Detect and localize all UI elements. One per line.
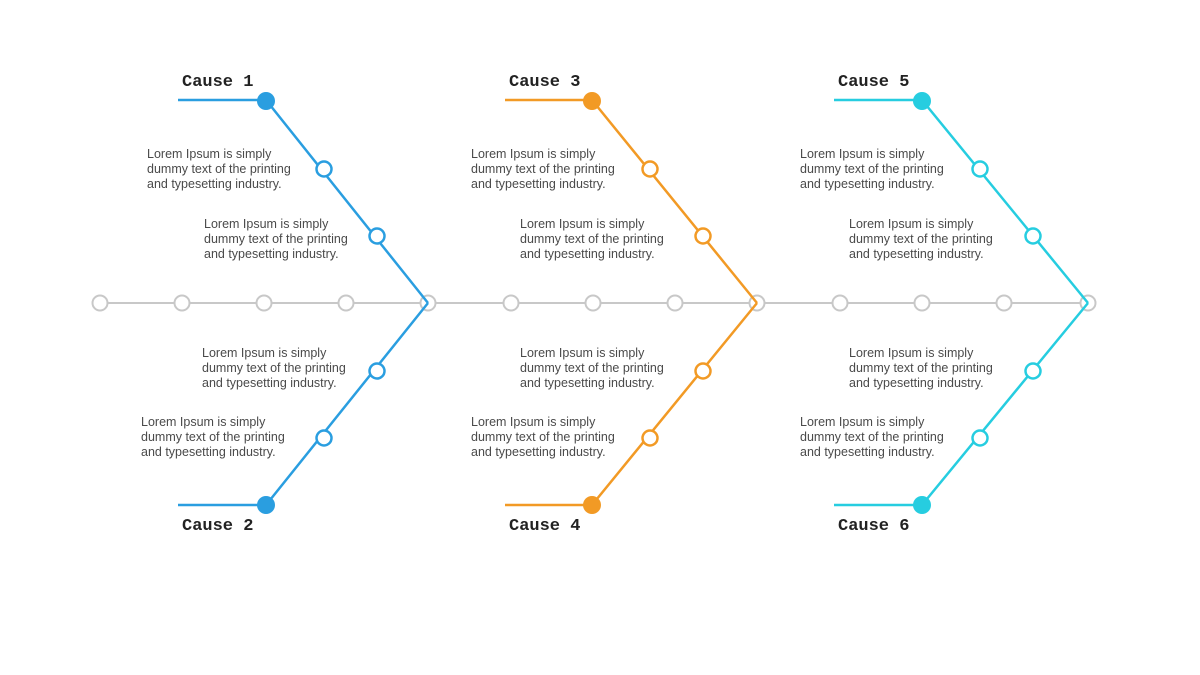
description-text: Lorem Ipsum is simply dummy text of the …	[204, 217, 351, 261]
cause-5-dot	[913, 92, 931, 110]
branch-cause-5	[834, 98, 1089, 304]
branch-node	[971, 160, 989, 178]
branch-node	[1024, 227, 1042, 245]
description-text: Lorem Ipsum is simply dummy text of the …	[800, 415, 947, 459]
spine-node	[502, 294, 520, 312]
branch-cause-6	[834, 302, 1089, 507]
description-text: Lorem Ipsum is simply dummy text of the …	[471, 415, 618, 459]
cause-3-dot	[583, 92, 601, 110]
cause-4-dot	[583, 496, 601, 514]
description-text: Lorem Ipsum is simply dummy text of the …	[141, 415, 288, 459]
branch-node	[1024, 362, 1042, 380]
cause-3-title: Cause 3	[509, 73, 580, 92]
spine-node	[337, 294, 355, 312]
description-text: Lorem Ipsum is simply dummy text of the …	[520, 217, 667, 261]
cause-5-title: Cause 5	[838, 73, 909, 92]
branch-node	[315, 429, 333, 447]
branch-node	[641, 429, 659, 447]
branch-node	[694, 362, 712, 380]
spine-node	[255, 294, 273, 312]
spine-node	[666, 294, 684, 312]
cause-2-dot	[257, 496, 275, 514]
cause-6-dot	[913, 496, 931, 514]
spine-node	[173, 294, 191, 312]
branch-cause-3	[505, 98, 758, 304]
branch-node	[971, 429, 989, 447]
cause-1-dot	[257, 92, 275, 110]
branch-node	[315, 160, 333, 178]
description-text: Lorem Ipsum is simply dummy text of the …	[471, 147, 618, 191]
spine-node	[91, 294, 109, 312]
description-text: Lorem Ipsum is simply dummy text of the …	[202, 346, 349, 390]
spine-node	[995, 294, 1013, 312]
cause-6-title: Cause 6	[838, 517, 909, 536]
spine-node	[831, 294, 849, 312]
description-text: Lorem Ipsum is simply dummy text of the …	[849, 346, 996, 390]
branch-cause-4	[505, 302, 758, 507]
description-text: Lorem Ipsum is simply dummy text of the …	[520, 346, 667, 390]
description-text: Lorem Ipsum is simply dummy text of the …	[147, 147, 294, 191]
spine-node	[913, 294, 931, 312]
cause-1-title: Cause 1	[182, 73, 253, 92]
description-text: Lorem Ipsum is simply dummy text of the …	[800, 147, 947, 191]
branch-node	[368, 227, 386, 245]
cause-4-title: Cause 4	[509, 517, 580, 536]
spine-node	[584, 294, 602, 312]
branch-node	[368, 362, 386, 380]
branch-cause-2	[178, 302, 429, 507]
branch-node	[641, 160, 659, 178]
description-text: Lorem Ipsum is simply dummy text of the …	[849, 217, 996, 261]
branch-node	[694, 227, 712, 245]
cause-2-title: Cause 2	[182, 517, 253, 536]
branch-cause-1	[178, 98, 429, 304]
